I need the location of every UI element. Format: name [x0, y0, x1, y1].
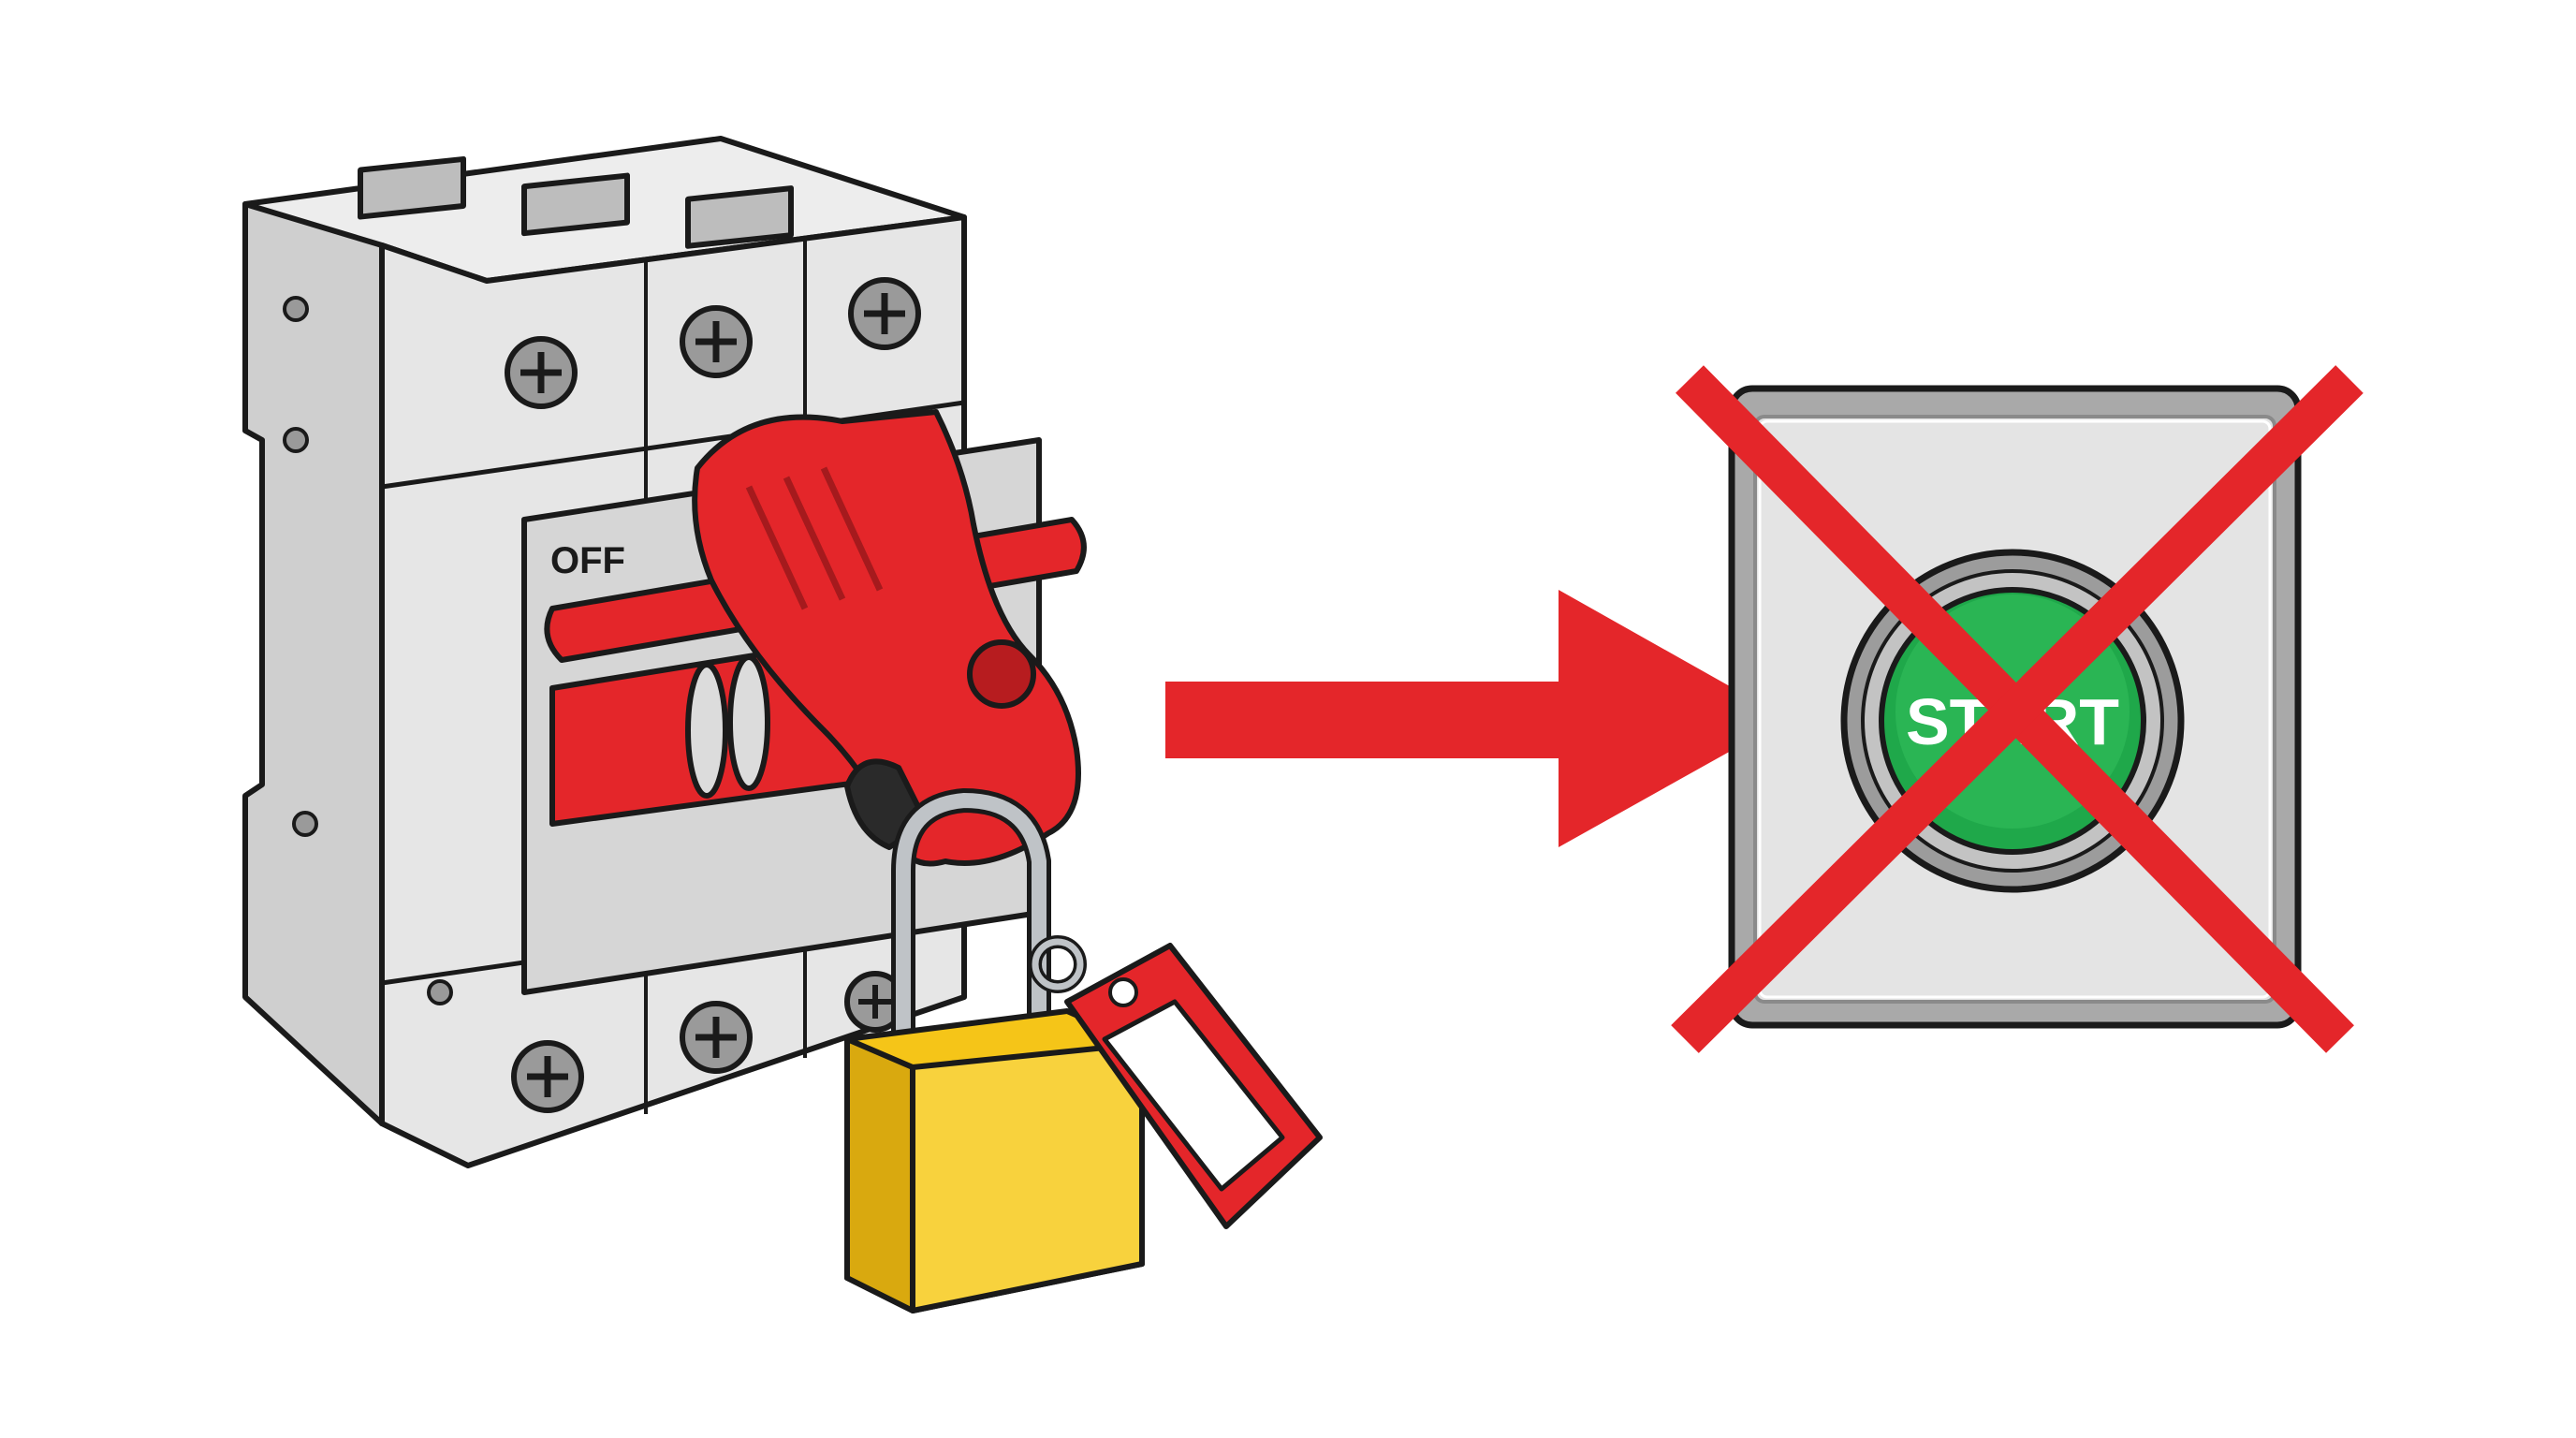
screw-icon [505, 336, 578, 409]
terminal-slot [358, 155, 466, 220]
terminal-slot [521, 172, 630, 237]
padlock [844, 788, 1145, 1313]
screw-icon [844, 971, 906, 1033]
screw-icon [680, 1001, 753, 1074]
screw-icon [511, 1040, 584, 1113]
off-label: OFF [550, 540, 625, 581]
terminal-slot [685, 185, 794, 249]
arrow-right-icon [1165, 590, 1788, 847]
screw-icon [848, 277, 921, 350]
prohibited-x-icon [1671, 365, 2364, 1053]
lockout-tag [1064, 943, 1323, 1229]
lockout-device [692, 409, 1081, 867]
screw-icon [680, 305, 753, 378]
